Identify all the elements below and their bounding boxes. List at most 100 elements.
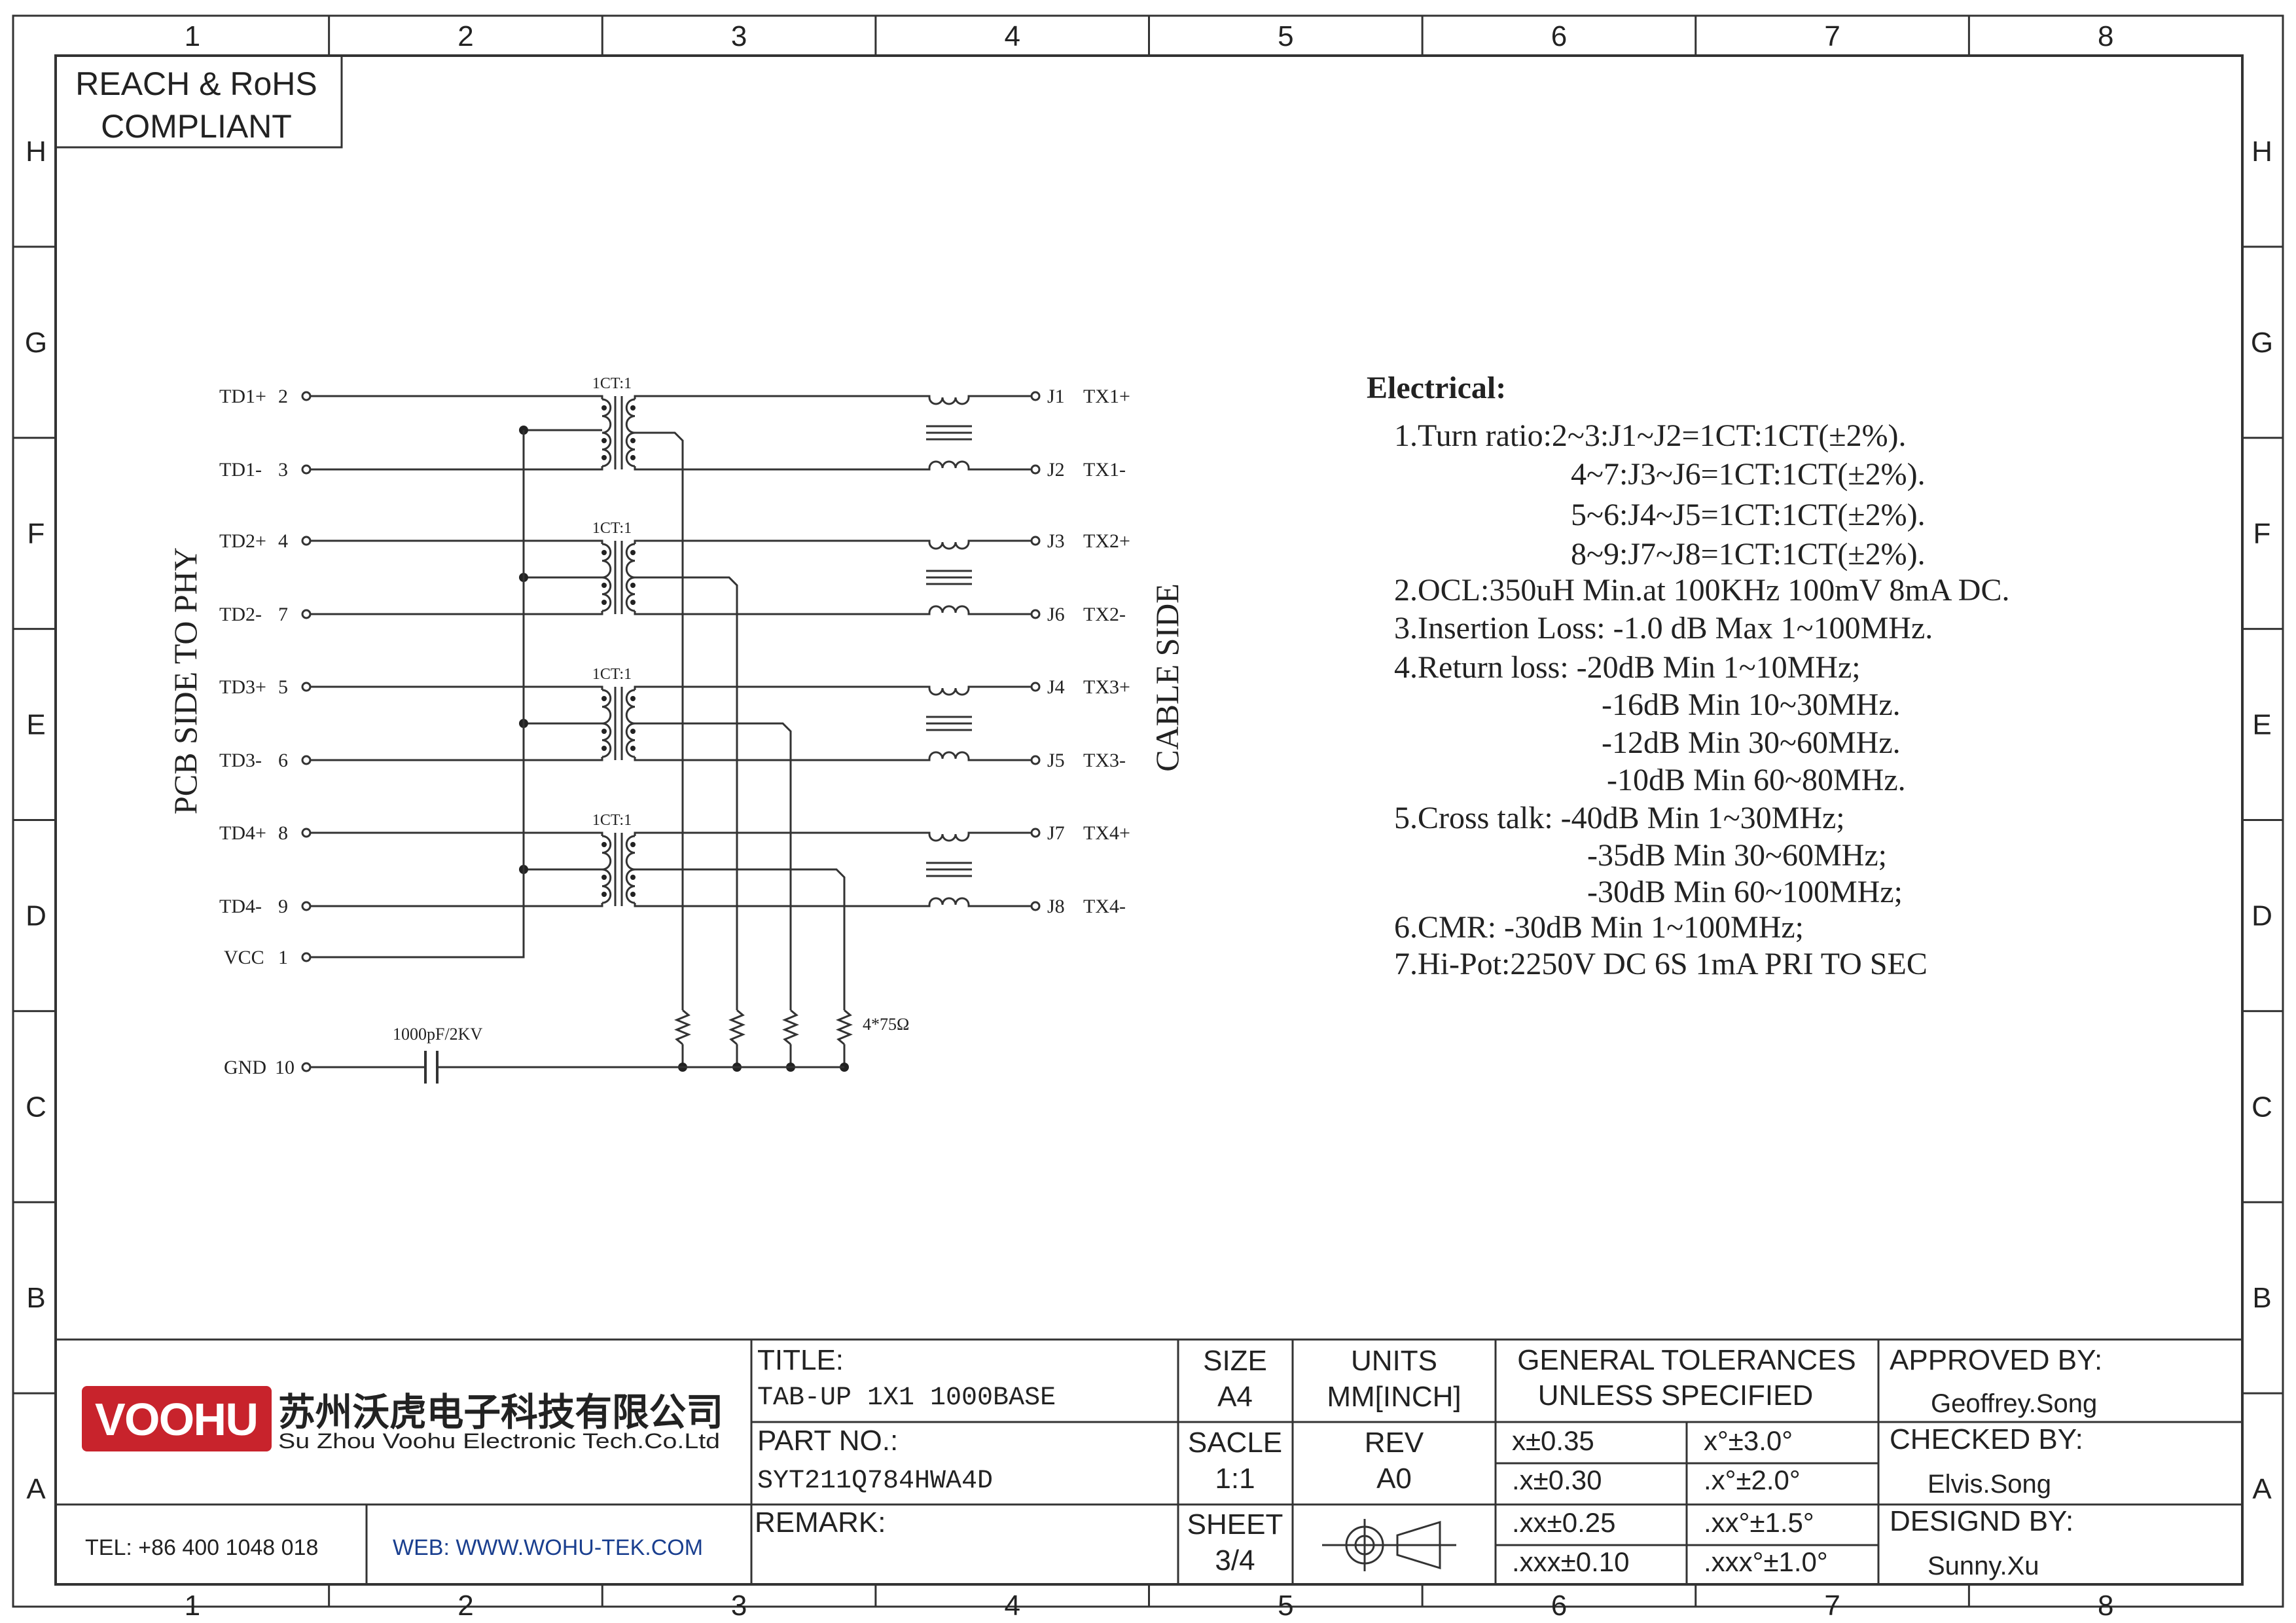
column-marker-top: 8 — [2098, 20, 2113, 52]
spec-line: 2.OCL:350uH Min.at 100KHz 100mV 8mA DC. — [1394, 573, 2009, 608]
wire — [967, 395, 1031, 397]
polarity-dot — [601, 455, 607, 460]
polarity-dot — [601, 892, 607, 897]
company-name-en: Su Zhou Voohu Electronic Tech.Co.Ltd — [278, 1429, 720, 1453]
spec-line: 5.Cross talk: -40dB Min 1~30MHz; — [1394, 801, 1845, 835]
cable-side-label: CABLE SIDE — [1149, 583, 1185, 772]
pin-number: 10 — [275, 1057, 295, 1078]
choke-winding — [928, 833, 970, 842]
wire — [920, 613, 931, 615]
wire — [920, 539, 931, 542]
row-marker-left: A — [26, 1473, 46, 1505]
wire — [920, 831, 931, 834]
column-marker-bottom: 3 — [731, 1590, 747, 1622]
cable-pin-id: J7 — [1047, 822, 1065, 844]
pin-terminal — [301, 609, 312, 619]
cable-pin-id: J2 — [1047, 459, 1065, 481]
column-marker-top: 3 — [731, 20, 747, 52]
wire — [310, 539, 603, 544]
pin-number: 6 — [278, 750, 288, 771]
scale-label: SACLE — [1188, 1427, 1282, 1459]
part-no-value: SYT211Q784HWA4D — [757, 1467, 993, 1496]
row-marker-right: E — [2252, 709, 2271, 741]
wire — [634, 539, 920, 544]
electrical-heading: Electrical: — [1367, 371, 1506, 405]
compliance-box: REACH & RoHS COMPLIANT — [54, 54, 343, 149]
cable-pin-label: TX3- — [1083, 750, 1126, 771]
cable-pin-label: TX4+ — [1083, 822, 1130, 844]
pin-label: TD4+ — [219, 822, 266, 844]
wire — [635, 431, 684, 1010]
cable-pin-id: J6 — [1047, 604, 1065, 625]
pin-terminal — [301, 391, 312, 401]
column-marker-top: 5 — [1278, 20, 1293, 52]
cable-pin-id: J5 — [1047, 750, 1065, 771]
choke-winding — [928, 605, 970, 613]
tolerance-angular: x°±3.0° — [1704, 1425, 1793, 1456]
vcc-bus — [310, 430, 525, 958]
wire — [967, 468, 1031, 471]
spec-line: -16dB Min 10~30MHz. — [1602, 687, 1901, 722]
pin-number: 1 — [278, 947, 288, 968]
compliance-line-2: COMPLIANT — [101, 108, 292, 145]
pin-terminal — [301, 828, 312, 838]
website-link[interactable]: WEB: WWW.WOHU-TEK.COM — [393, 1535, 703, 1560]
ratio-label: 1CT:1 — [592, 812, 632, 829]
cable-pin-label: TX4- — [1083, 896, 1126, 917]
pin-terminal — [301, 682, 312, 692]
wire — [967, 759, 1031, 761]
units-label: UNITS — [1351, 1345, 1437, 1377]
row-marker-left: H — [26, 136, 46, 168]
spec-line: 1.Turn ratio:2~3:J1~J2=1CT:1CT(±2%). — [1394, 418, 1907, 453]
tel-number: TEL: +86 400 1048 018 — [85, 1535, 318, 1560]
resistor-icon — [728, 1009, 745, 1046]
designed-label: DESIGND BY: — [1890, 1505, 2073, 1537]
polarity-dot — [630, 875, 636, 880]
wire — [920, 685, 931, 688]
pin-terminal — [301, 1062, 312, 1072]
remark-label: REMARK: — [755, 1506, 886, 1539]
ratio-label: 1CT:1 — [592, 375, 632, 392]
scale-value: 1:1 — [1215, 1463, 1255, 1495]
wire — [967, 905, 1031, 907]
pin-number: 5 — [278, 676, 288, 698]
column-marker-bottom: 6 — [1551, 1590, 1567, 1622]
column-marker-bottom: 8 — [2098, 1590, 2113, 1622]
title-value: TAB-UP 1X1 1000BASE — [757, 1383, 1056, 1413]
cable-pin-id: J8 — [1047, 896, 1065, 917]
resistor-label: 4*75Ω — [863, 1015, 909, 1034]
polarity-dot — [601, 696, 607, 701]
spec-line: 8~9:J7~J8=1CT:1CT(±2%). — [1571, 537, 1926, 572]
row-marker-left: G — [25, 327, 47, 359]
spec-line: 6.CMR: -30dB Min 1~100MHz; — [1394, 910, 1804, 945]
choke-winding — [928, 687, 970, 696]
pin-terminal — [1030, 682, 1041, 692]
pin-label: TD2+ — [219, 530, 266, 552]
part-no-label: PART NO.: — [757, 1425, 898, 1457]
column-marker-top: 4 — [1004, 20, 1020, 52]
tolerance-linear: .xxx±0.10 — [1512, 1546, 1629, 1577]
column-marker-bottom: 7 — [1824, 1590, 1840, 1622]
spec-line: -35dB Min 30~60MHz; — [1587, 838, 1887, 873]
polarity-dot — [601, 746, 607, 751]
pin-terminal — [1030, 536, 1041, 546]
wire — [634, 685, 920, 690]
cable-pin-label: TX1- — [1083, 459, 1126, 481]
pin-terminal — [1030, 828, 1041, 838]
designed-value: Sunny.Xu — [1928, 1552, 2039, 1580]
wire — [634, 611, 920, 615]
polarity-dot — [630, 842, 636, 847]
column-marker-bottom: 2 — [457, 1590, 473, 1622]
pin-label: VCC — [224, 947, 264, 968]
pin-terminal — [301, 952, 312, 962]
polarity-dot — [630, 696, 636, 701]
polarity-dot — [630, 405, 636, 410]
cable-pin-label: TX3+ — [1083, 676, 1130, 698]
choke-winding — [928, 541, 970, 550]
wire — [310, 831, 603, 836]
polarity-dot — [601, 550, 607, 555]
cable-pin-id: J1 — [1047, 386, 1065, 407]
wire — [920, 395, 931, 397]
wire — [310, 611, 603, 615]
